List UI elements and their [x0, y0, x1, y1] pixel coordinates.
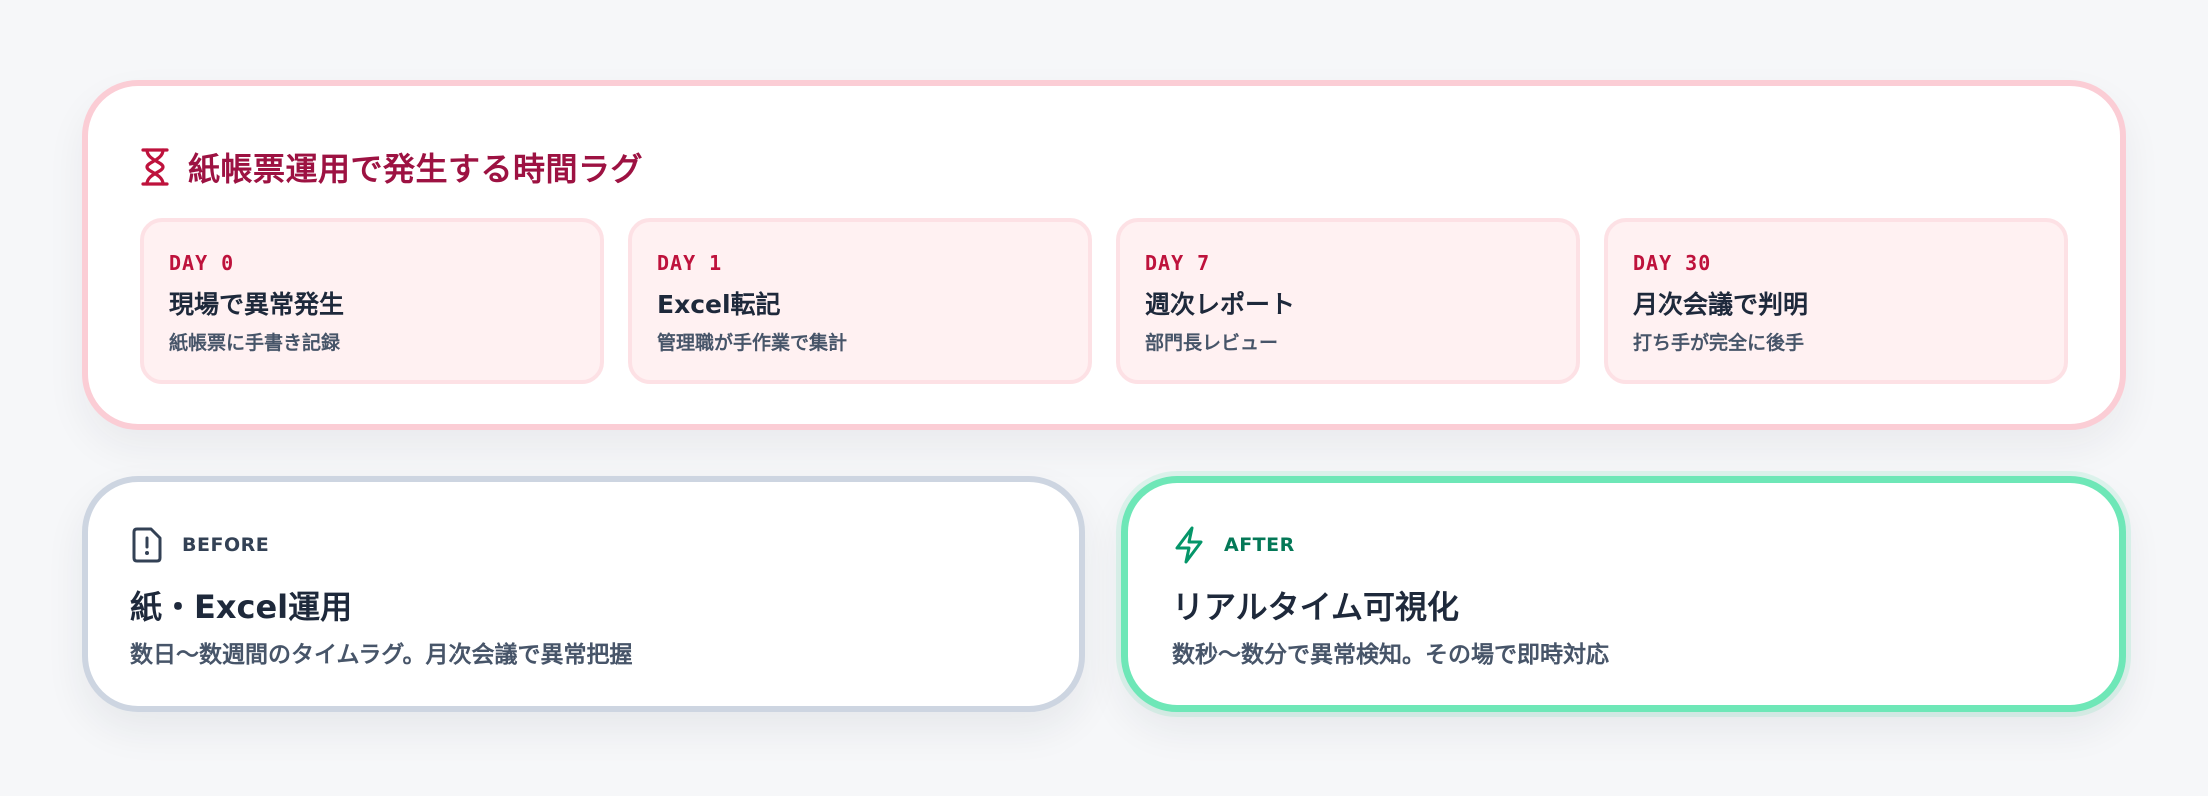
- step-title: 月次会議で判明: [1633, 290, 1809, 319]
- before-tag-row: BEFORE: [130, 526, 269, 564]
- step-day-label: DAY 30: [1633, 251, 1712, 275]
- after-tag-row: AFTER: [1172, 526, 1295, 564]
- document-alert-icon: [132, 527, 162, 563]
- before-tag: BEFORE: [182, 534, 270, 556]
- step-description: 部門長レビュー: [1145, 332, 1279, 354]
- step-title: Excel転記: [657, 290, 781, 319]
- before-card: BEFORE 紙・Excel運用 数日〜数週間のタイムラグ。月次会議で異常把握: [82, 476, 1085, 712]
- timeline-steps: DAY 0 現場で異常発生 紙帳票に手書き記録 DAY 1 Excel転記 管理…: [140, 218, 2068, 384]
- lightning-icon: [1175, 526, 1203, 564]
- step-day-label: DAY 0: [169, 251, 235, 275]
- time-lag-header: 紙帳票運用で発生する時間ラグ: [140, 144, 643, 190]
- step-day-label: DAY 1: [657, 251, 723, 275]
- after-description: 数秒〜数分で異常検知。その場で即時対応: [1172, 642, 1609, 668]
- step-description: 管理職が手作業で集計: [657, 332, 848, 354]
- timeline-step-day-0: DAY 0 現場で異常発生 紙帳票に手書き記録: [140, 218, 604, 384]
- time-lag-title: 紙帳票運用で発生する時間ラグ: [188, 150, 644, 188]
- before-heading: 紙・Excel運用: [130, 588, 353, 626]
- step-day-label: DAY 7: [1145, 251, 1211, 275]
- step-title: 週次レポート: [1145, 290, 1296, 319]
- step-description: 打ち手が完全に後手: [1633, 332, 1805, 354]
- step-title: 現場で異常発生: [169, 290, 345, 319]
- time-lag-panel: 紙帳票運用で発生する時間ラグ DAY 0 現場で異常発生 紙帳票に手書き記録 D…: [82, 80, 2126, 430]
- hourglass-icon: [141, 148, 169, 186]
- step-description: 紙帳票に手書き記録: [169, 332, 341, 354]
- timeline-step-day-1: DAY 1 Excel転記 管理職が手作業で集計: [628, 218, 1092, 384]
- after-card: AFTER リアルタイム可視化 数秒〜数分で異常検知。その場で即時対応: [1121, 476, 2126, 712]
- after-tag: AFTER: [1224, 534, 1295, 556]
- after-heading: リアルタイム可視化: [1172, 588, 1460, 626]
- before-description: 数日〜数週間のタイムラグ。月次会議で異常把握: [130, 642, 633, 668]
- timeline-step-day-30: DAY 30 月次会議で判明 打ち手が完全に後手: [1604, 218, 2068, 384]
- timeline-step-day-7: DAY 7 週次レポート 部門長レビュー: [1116, 218, 1580, 384]
